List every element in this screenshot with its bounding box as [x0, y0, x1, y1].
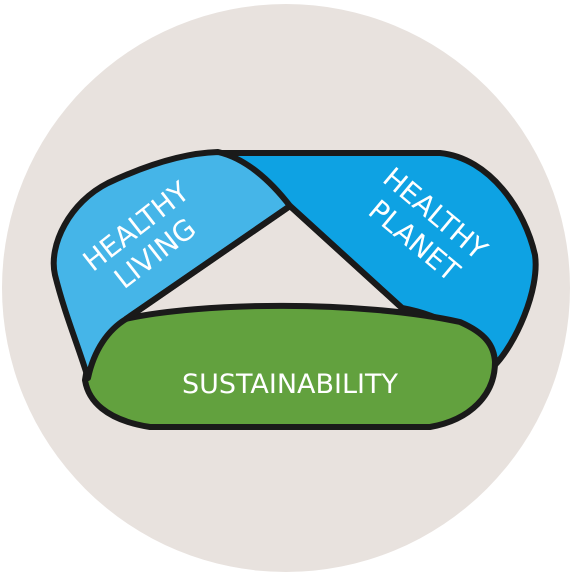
sustainability-band: [82, 302, 498, 430]
sustainability-label: SUSTAINABILITY: [182, 369, 399, 400]
healthy-living-band: [50, 149, 293, 381]
inner-triangle-edge: [123, 203, 405, 322]
